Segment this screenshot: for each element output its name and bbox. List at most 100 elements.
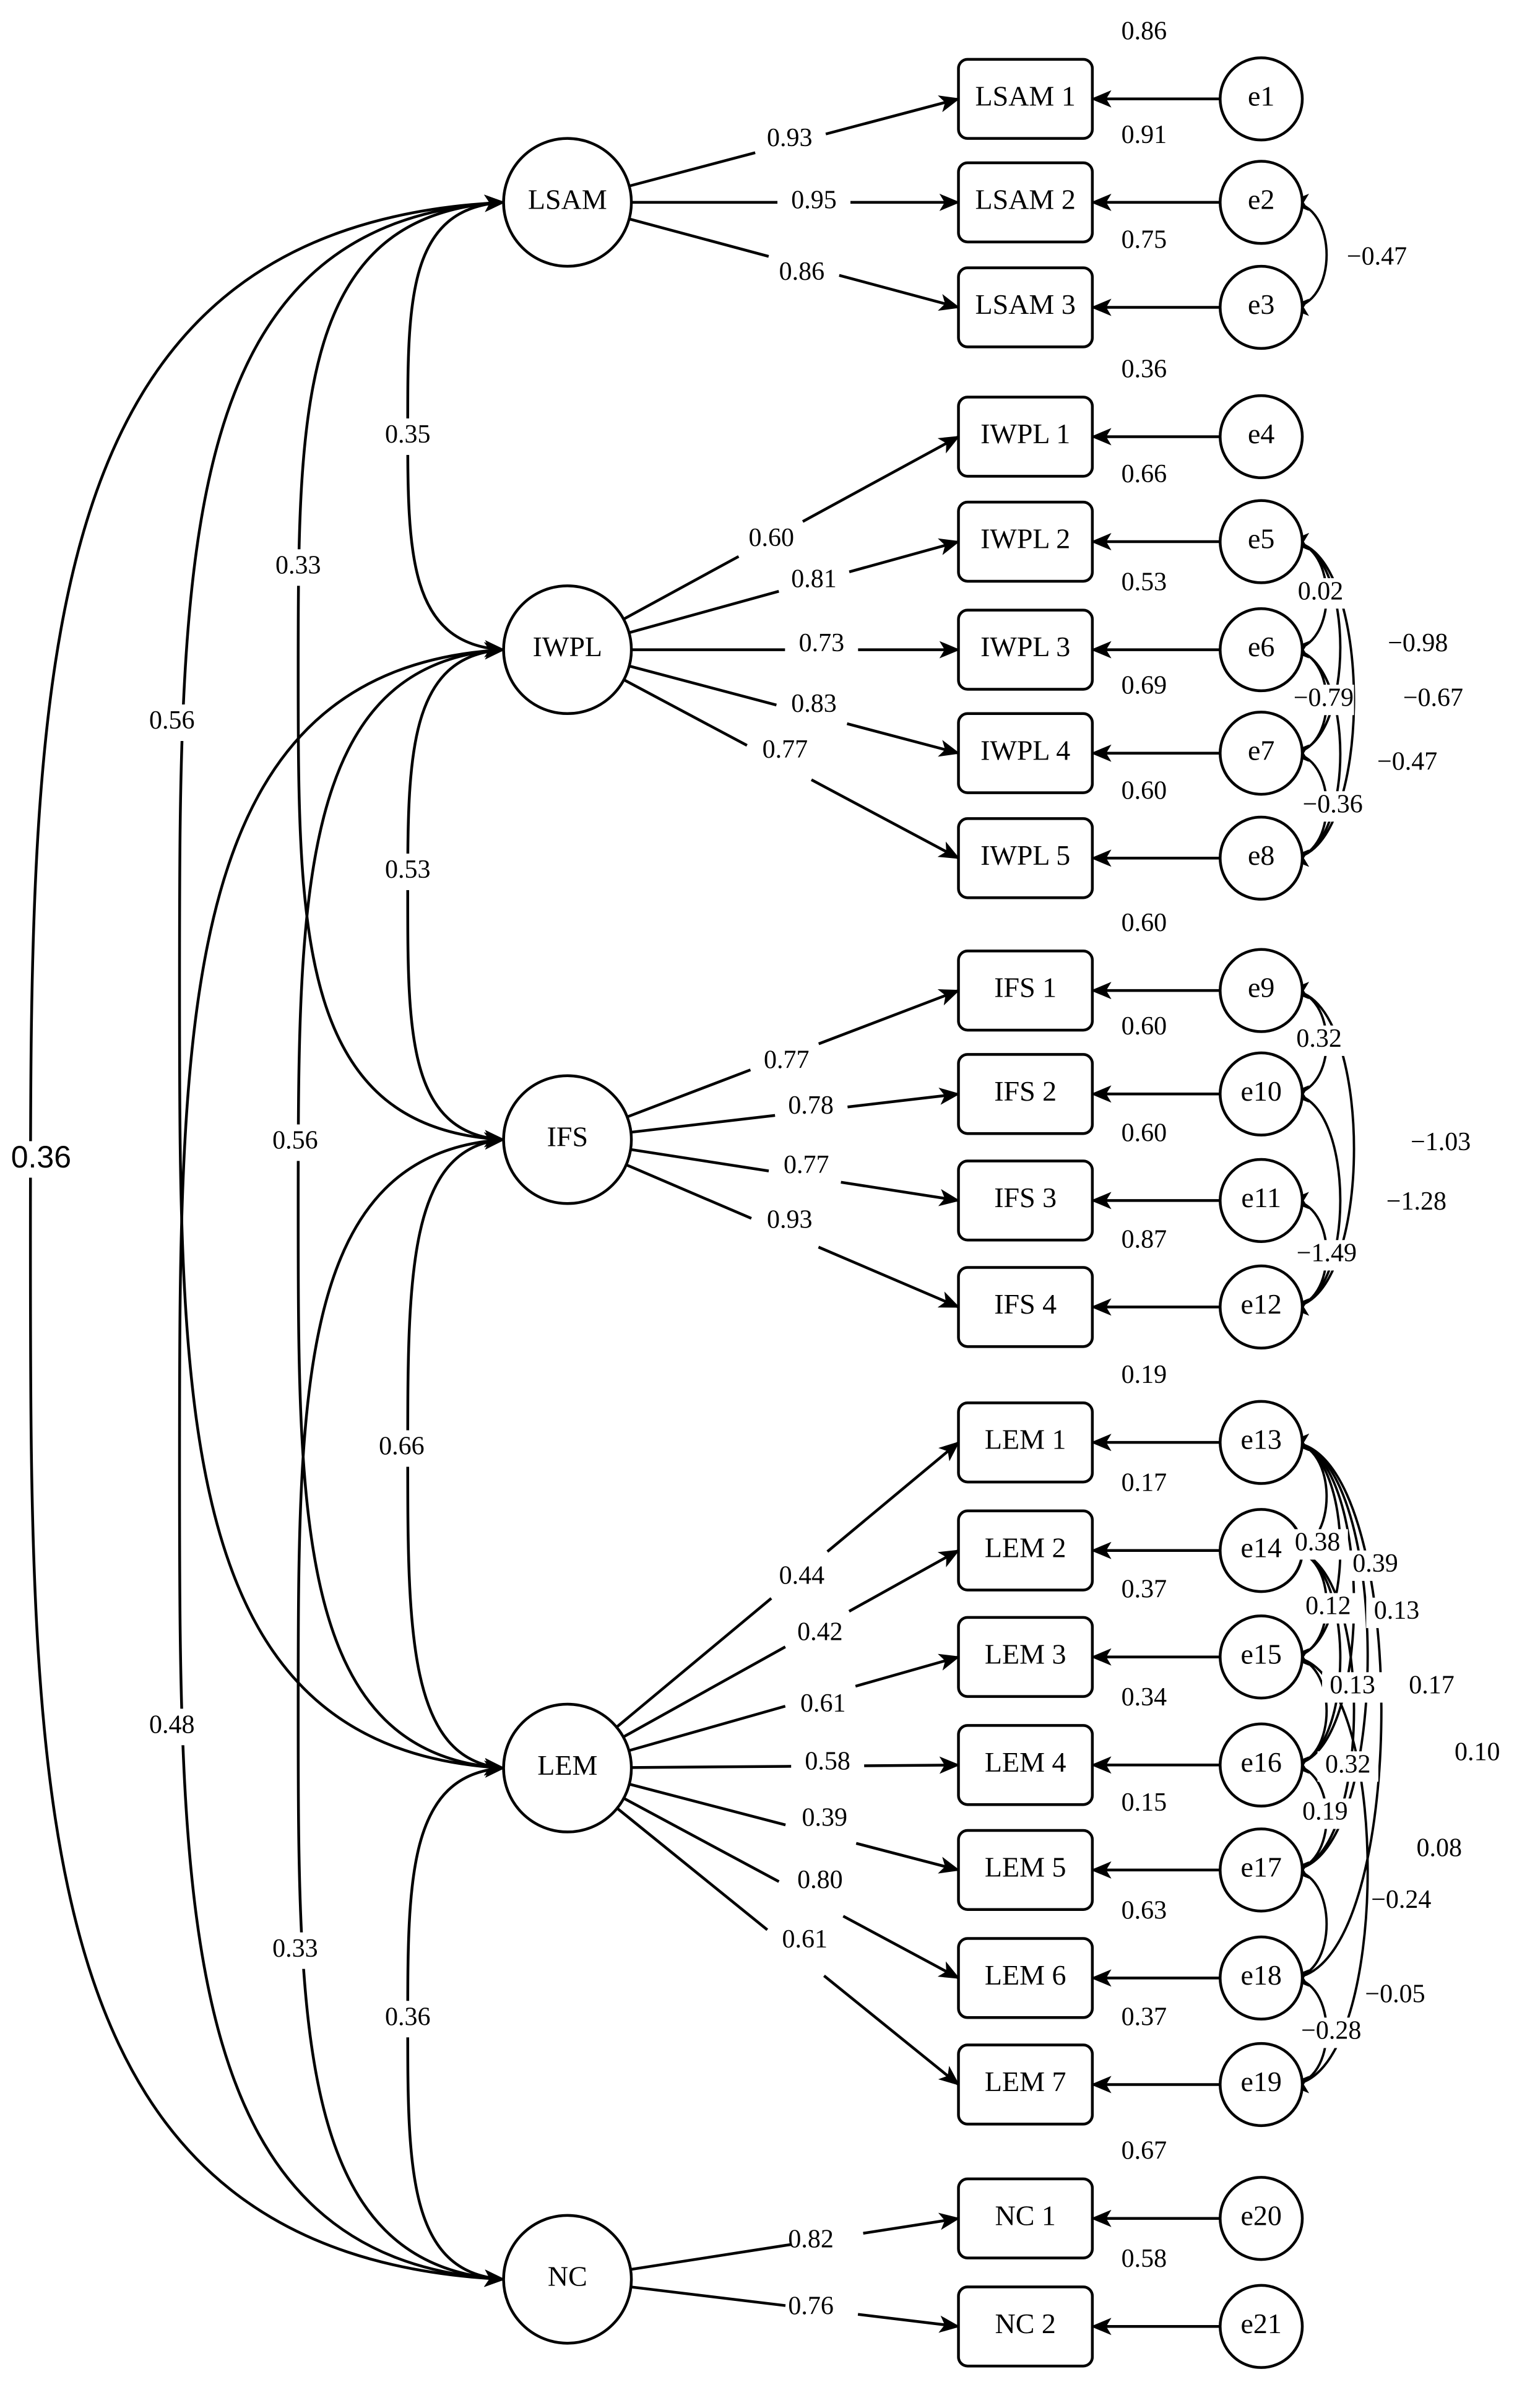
- error-covariance-curve: [1288, 1541, 1356, 1879]
- r-squared-label: 0.60: [1122, 776, 1167, 805]
- indicator-box: [957, 58, 1094, 140]
- loading-arrow-segment: [623, 1797, 780, 1883]
- error-label: e12: [1240, 1288, 1281, 1320]
- correlation-label: 0.48: [149, 1710, 195, 1739]
- label-backdrop: [1300, 2017, 1362, 2048]
- error-circle: [1219, 394, 1304, 480]
- error-covariance-label: −0.47: [1377, 748, 1437, 776]
- error-covariance-label: 0.12: [1305, 1592, 1351, 1621]
- loading-arrow-segment: [629, 1783, 786, 1827]
- correlation-curve: [296, 642, 506, 1776]
- indicator-2: LSAM 2: [957, 161, 1094, 244]
- r-squared-label: 0.75: [1122, 225, 1167, 254]
- error-label: e4: [1248, 418, 1274, 449]
- error-circle: [1219, 948, 1304, 1033]
- correlation-label: 0.56: [149, 706, 195, 735]
- loading-arrow: [825, 95, 961, 136]
- error-term-e7: e7: [1219, 711, 1304, 796]
- indicator-box: [957, 1829, 1094, 1912]
- loading-arrows: [615, 95, 961, 2333]
- indicator-20: NC 1: [957, 2177, 1094, 2259]
- label-backdrop: [1410, 1128, 1471, 1159]
- error-label: e9: [1248, 972, 1274, 1003]
- indicator-box: [957, 500, 1094, 583]
- latent-label: IFS: [547, 1121, 588, 1153]
- loading-arrow: [855, 1653, 961, 1688]
- error-covariance-label: −0.28: [1301, 2017, 1361, 2045]
- error-covariance-label: −0.36: [1303, 790, 1363, 818]
- loading-arrow: [823, 1974, 960, 2086]
- label-backdrop: [1288, 1025, 1350, 1056]
- correlation-label: 0.36: [11, 1140, 71, 1174]
- loading-label: 0.86: [779, 258, 825, 286]
- correlation-label: 0.33: [272, 1934, 318, 1963]
- indicator-box: [957, 2285, 1094, 2368]
- loading-path: [628, 1653, 961, 1752]
- label-backdrop: [138, 1709, 205, 1746]
- indicator-box: [957, 1724, 1094, 1806]
- error-circle: [1219, 1400, 1304, 1485]
- latent-circle: [502, 2214, 633, 2345]
- label-backdrop: [368, 1430, 435, 1467]
- error-term-e16: e16: [1219, 1722, 1304, 1808]
- indicator-label: LEM 3: [985, 1638, 1066, 1670]
- loading-arrow-segment: [631, 1114, 776, 1134]
- r-squared-label: 0.37: [1122, 2003, 1167, 2031]
- error-label: e3: [1248, 288, 1274, 320]
- indicator-label: LEM 6: [985, 1959, 1066, 1991]
- indicator-label: IWPL 3: [980, 631, 1070, 662]
- latent-circle: [502, 1074, 633, 1205]
- loading-arrow-segment: [628, 590, 779, 634]
- indicator-3: LSAM 3: [957, 266, 1094, 349]
- latent-ifs: IFS: [502, 1074, 633, 1205]
- loading-label: 0.58: [805, 1747, 850, 1775]
- error-covariance-label: 0.38: [1295, 1528, 1341, 1557]
- correlation-label: 0.56: [272, 1127, 318, 1155]
- label-backdrop: [1290, 578, 1351, 609]
- loading-path: [631, 1087, 961, 1134]
- loading-label: 0.77: [784, 1151, 829, 1179]
- r-squared-label: 0.37: [1122, 1575, 1167, 1604]
- latent-circle: [502, 1702, 633, 1834]
- loading-path: [630, 1148, 961, 1206]
- error-circle: [1219, 1051, 1304, 1137]
- error-covariance-label: 0.13: [1374, 1596, 1420, 1625]
- error-circle: [1219, 160, 1304, 245]
- indicator-label: IFS 1: [994, 972, 1057, 1003]
- error-term-e5: e5: [1219, 499, 1304, 584]
- loading-arrow-segment: [630, 1148, 769, 1172]
- error-covariance-label: −0.79: [1294, 683, 1354, 712]
- indicator-label: IFS 2: [994, 1075, 1057, 1107]
- indicator-13: LEM 1: [957, 1401, 1094, 1484]
- correlation-curve: [178, 194, 506, 1776]
- label-backdrop: [1403, 685, 1464, 716]
- indicator-box: [957, 1401, 1094, 1484]
- indicator-label: IWPL 2: [980, 523, 1070, 555]
- label-backdrop: [1297, 1593, 1359, 1624]
- loading-arrow: [842, 1915, 961, 1980]
- loading-path: [615, 1441, 960, 1728]
- label-backdrop: [1302, 791, 1364, 822]
- label-backdrop: [261, 1932, 329, 1969]
- r-squared-label: 0.15: [1122, 1788, 1167, 1817]
- indicator-box: [957, 1159, 1094, 1242]
- latent-lsam: LSAM: [502, 137, 633, 268]
- loading-arrow-segment: [625, 1163, 752, 1220]
- indicator-box: [957, 950, 1094, 1032]
- loading-path: [622, 1549, 960, 1738]
- loading-arrow: [839, 274, 961, 311]
- error-circle: [1219, 264, 1304, 350]
- indicator-21: NC 2: [957, 2285, 1094, 2368]
- indicator-label: NC 2: [995, 2308, 1055, 2339]
- label-backdrop: [1322, 1672, 1383, 1703]
- loading-path: [616, 1807, 960, 2086]
- loading-arrow-segment: [622, 1645, 786, 1738]
- error-covariance-curve: [1288, 1434, 1383, 1987]
- loading-label: 0.93: [767, 1205, 813, 1234]
- latent-circle: [502, 137, 633, 268]
- error-label: e8: [1248, 839, 1274, 871]
- correlation-curve: [28, 194, 506, 2287]
- error-term-e1: e1: [1219, 56, 1304, 142]
